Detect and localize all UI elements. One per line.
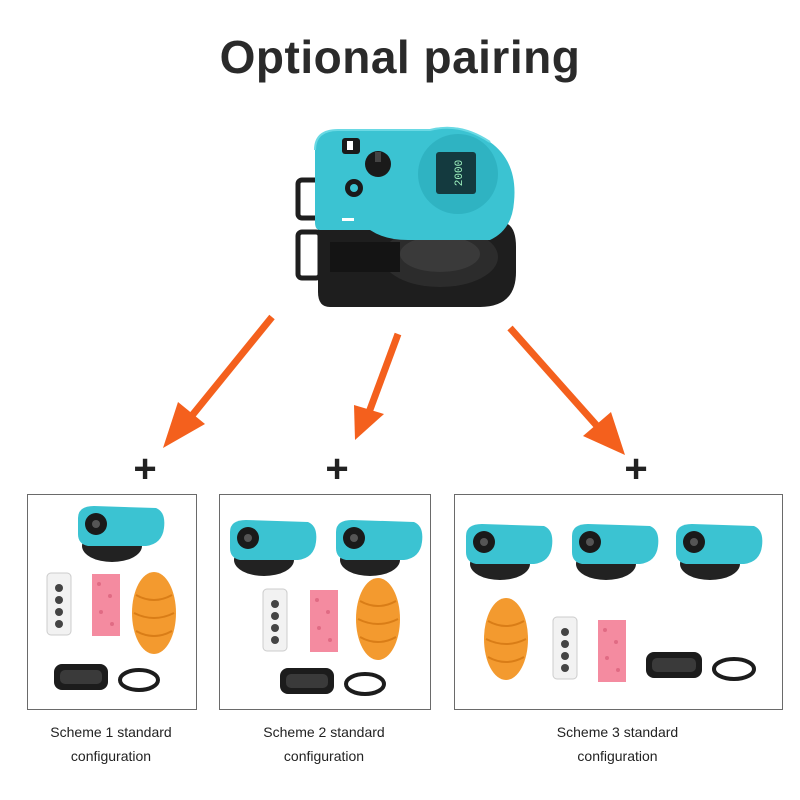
caption-line: Scheme 3 standard [556,724,679,740]
yarn-ball-icon [132,572,176,654]
sponge-icon [598,620,626,682]
knitting-machine-icon [336,520,423,576]
elastic-band-icon [118,668,160,692]
sponge-icon [92,574,120,636]
elastic-band-icon [54,664,108,690]
yarn-ball-icon [356,578,400,660]
sponge-icon [310,590,338,652]
remote-control-icon [552,616,578,680]
plus-icon: + [624,447,648,491]
knitting-machine-icon [78,506,165,562]
knitting-machine-icon [676,524,763,580]
arrow-icon [163,314,275,448]
caption-line: Scheme 1 standard [50,724,172,740]
caption-line: configuration [283,748,365,764]
page-title: Optional pairing [219,31,581,83]
arrow-icon [354,332,402,440]
yarn-ball-icon [484,598,528,680]
elastic-band-icon [646,652,702,678]
scheme-1-caption: Scheme 1 standard configuration [27,720,195,768]
scheme-3-caption: Scheme 3 standard configuration [454,720,781,768]
knitting-machine-icon [466,524,553,580]
arrow-icon [507,325,625,455]
caption-line: configuration [577,748,658,764]
knitting-machine-icon [230,520,317,576]
counter-display: 2000 [454,160,466,186]
caption-line: configuration [70,748,152,764]
scheme-2-caption: Scheme 2 standard configuration [219,720,429,768]
elastic-band-icon [712,657,756,681]
main-device-image: 2000 [295,126,516,307]
knitting-machine-icon [572,524,659,580]
remote-control-icon [262,588,288,652]
elastic-band-icon [280,668,334,694]
remote-control-icon [46,572,72,636]
elastic-band-icon [344,672,386,696]
plus-icon: + [325,447,349,491]
plus-icon: + [133,447,157,491]
caption-line: Scheme 2 standard [263,724,385,740]
